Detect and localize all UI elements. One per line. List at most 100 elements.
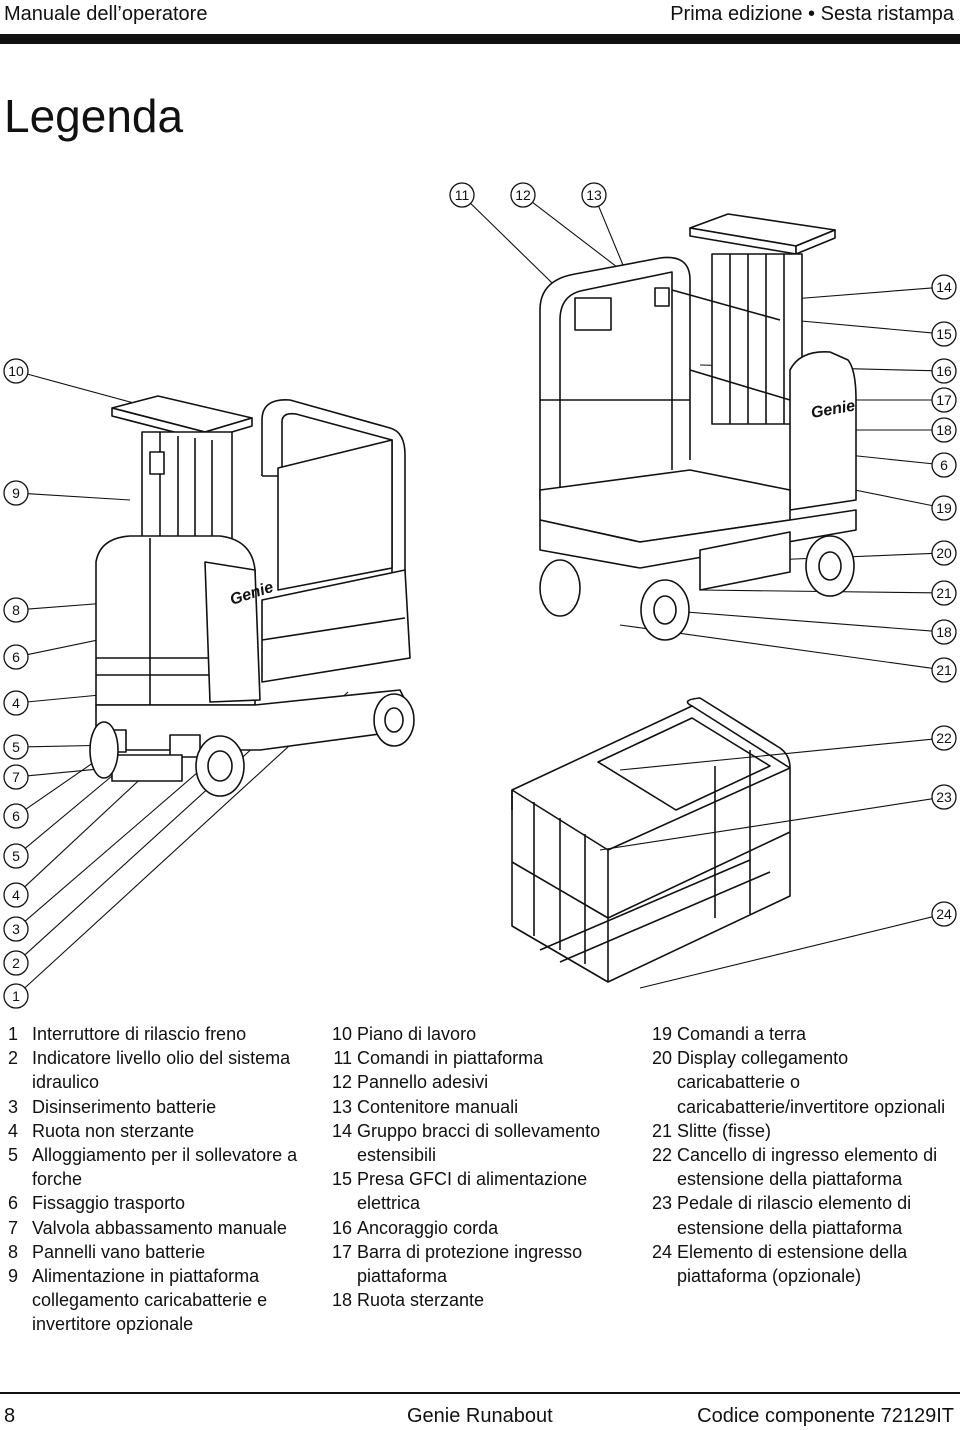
legend-item-number: 11 — [333, 1048, 352, 1069]
callout-number: 4 — [12, 887, 20, 903]
callout-top-0: 11 — [449, 182, 475, 208]
header-edition: Prima edizione • Sesta ristampa — [670, 3, 954, 25]
legend-item-number: 10 — [331, 1024, 352, 1044]
legend-item-text: Alloggiamento per il sollevatore a forch… — [32, 1145, 298, 1190]
callout-right-0: 14 — [931, 274, 957, 300]
leader-line — [789, 319, 933, 334]
legend-item-text: Ancoraggio corda — [357, 1217, 499, 1238]
callout-left-11: 2 — [3, 950, 29, 976]
callout-right-12: 23 — [931, 784, 957, 810]
callout-number: 13 — [586, 187, 602, 203]
legend-item-text: Slitte (fisse) — [677, 1120, 772, 1141]
callout-right-2: 16 — [931, 358, 957, 384]
callout-right-6: 19 — [931, 495, 957, 521]
legend-item-text: Indicatore livello olio del sistema idra… — [32, 1048, 291, 1093]
callout-number: 16 — [936, 363, 952, 379]
callout-right-9: 18 — [931, 619, 957, 645]
callout-number: 1 — [12, 988, 20, 1004]
legend-item-number: 24 — [651, 1241, 672, 1262]
callout-right-4: 18 — [931, 417, 957, 443]
callout-top-2: 13 — [581, 182, 607, 208]
page-title: Legenda — [4, 89, 184, 142]
legend-item-number: 13 — [331, 1096, 352, 1117]
callout-number: 3 — [12, 921, 20, 937]
callout-number: 11 — [455, 187, 470, 203]
legend-item-number: 16 — [331, 1217, 352, 1238]
legend-item-number: 3 — [7, 1096, 18, 1117]
callout-number: 6 — [12, 649, 20, 665]
leader-line — [25, 757, 101, 810]
callout-number: 6 — [12, 808, 20, 824]
callout-number: 18 — [936, 624, 952, 640]
legend-item-text: Ruota sterzante — [357, 1290, 485, 1311]
legend-item-number: 19 — [651, 1024, 672, 1044]
callout-number: 21 — [936, 585, 952, 601]
callout-left-6: 7 — [3, 764, 29, 790]
page-number: 8 — [4, 1405, 16, 1427]
product-name: Genie Runabout — [407, 1405, 553, 1427]
callout-number: 7 — [12, 769, 20, 785]
callout-top-1: 12 — [510, 182, 536, 208]
machine-front-view-drawing — [539, 213, 857, 641]
legend-item-number: 15 — [331, 1169, 352, 1190]
callout-left-4: 4 — [3, 690, 29, 716]
legend-item: 3 Disinserimento batterie — [4, 1095, 304, 1119]
callout-number: 22 — [936, 730, 952, 746]
machine-rear-view-drawing — [89, 395, 415, 797]
legend-item-text: Alimentazione in piattaforma collegament… — [32, 1266, 268, 1335]
header-rule — [0, 34, 960, 44]
legend-item-number: 21 — [651, 1120, 672, 1141]
legend-item-text: Pedale di rilascio elemento di estension… — [677, 1193, 912, 1238]
legend-item-number: 12 — [331, 1072, 352, 1093]
callout-left-0: 10 — [3, 358, 29, 384]
callout-number: 19 — [936, 500, 952, 516]
callout-number: 20 — [936, 545, 952, 561]
leader-line — [27, 694, 101, 703]
callout-number: 6 — [940, 457, 948, 473]
footer-rule — [0, 1392, 960, 1394]
callout-number: 15 — [936, 326, 952, 342]
callout-number: 24 — [936, 906, 952, 922]
legend-item-text: Gruppo bracci di sollevamento estensibil… — [357, 1120, 601, 1166]
legend-item-text: Valvola abbassamento manuale — [32, 1217, 287, 1238]
callout-left-3: 6 — [3, 644, 29, 670]
legend-item-text: Comandi in piattaforma — [357, 1048, 544, 1069]
legend-item-text: Cancello di ingresso elemento di estensi… — [677, 1145, 938, 1190]
callout-right-7: 20 — [931, 540, 957, 566]
legend-item-number: 5 — [7, 1145, 18, 1166]
leader-line — [24, 769, 151, 888]
platform-extension-drawing — [511, 697, 791, 983]
legend-item-text: Disinserimento batterie — [32, 1096, 217, 1117]
legend-item-number: 6 — [7, 1193, 18, 1214]
legend-item-text: Ruota non sterzante — [32, 1120, 195, 1141]
legend-item-number: 23 — [651, 1193, 672, 1214]
callout-left-10: 3 — [3, 916, 29, 942]
callout-number: 4 — [12, 695, 20, 711]
legend-item-text: Barra di protezione ingresso piattaforma — [357, 1241, 583, 1287]
callout-left-2: 8 — [3, 597, 29, 623]
leader-line — [779, 287, 933, 301]
legend-item-number: 4 — [7, 1120, 18, 1141]
callout-number: 5 — [12, 848, 20, 864]
callout-number: 18 — [936, 422, 952, 438]
legend-item-number: 14 — [331, 1120, 352, 1141]
callout-number: 12 — [515, 187, 531, 203]
legend-item-text: Presa GFCI di alimentazione elettrica — [357, 1169, 588, 1214]
callout-left-1: 9 — [3, 480, 29, 506]
legend-item: 5 Alloggiamento per il sollevatore a forc… — [4, 1143, 304, 1191]
callout-number: 14 — [936, 279, 952, 295]
legend-item-text: Pannello adesivi — [357, 1072, 489, 1093]
